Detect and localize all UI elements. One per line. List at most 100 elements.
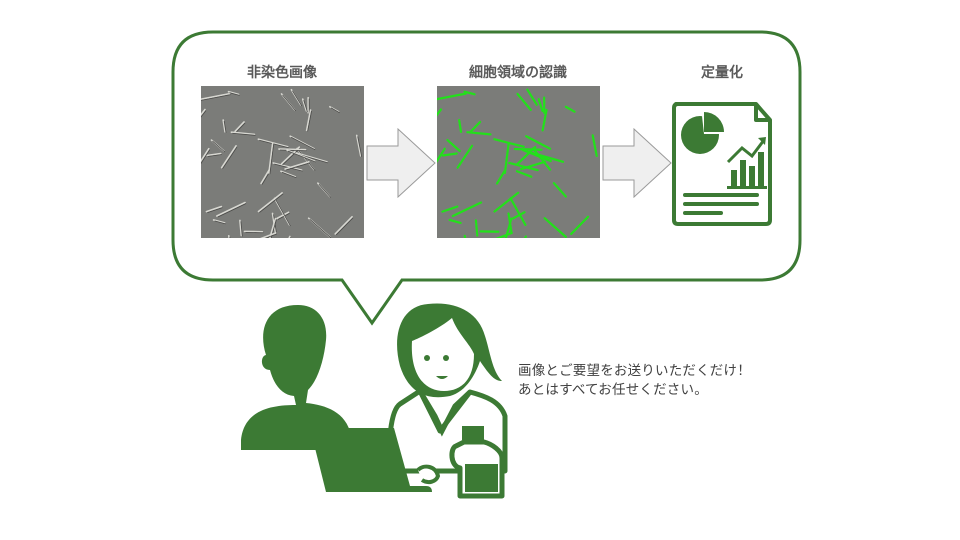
cell-mark: [234, 121, 245, 133]
cell-mark: [284, 161, 310, 170]
scientist-person-icon: [386, 303, 508, 499]
segmented-cell-mark: [437, 92, 467, 101]
unstained-cell-image: [201, 86, 364, 238]
cell-edge: [232, 132, 256, 136]
cell-edge: [285, 162, 311, 171]
cell-mark: [201, 108, 206, 117]
cell-mark: [220, 145, 237, 169]
cell-edge: [307, 110, 312, 132]
cell-mark: [289, 135, 315, 150]
cell-mark: [278, 148, 307, 151]
segmented-cell-mark: [543, 217, 567, 238]
cell-mark: [276, 211, 290, 220]
segmented-cell-mark: [437, 147, 446, 163]
cell-edge: [292, 90, 303, 107]
cell-mark: [305, 109, 312, 132]
cell-edge: [264, 233, 277, 238]
segmented-cell-mark: [448, 218, 462, 224]
cell-mark: [280, 170, 297, 178]
cell-edge: [201, 149, 211, 165]
message-line-1: 画像とご要望をお送りいただくだけ！: [518, 363, 751, 379]
cell-mark: [295, 152, 328, 163]
segmented-cell-mark: [463, 90, 476, 96]
cell-mark: [205, 205, 223, 213]
cell-mark: [260, 232, 277, 238]
cell-edge: [223, 120, 227, 133]
segmented-cell-mark: [441, 205, 459, 213]
segmented-cell-mark: [466, 131, 492, 136]
segmented-cell-mark: [525, 135, 552, 150]
cell-edge: [282, 94, 297, 112]
segmented-cell-mark: [519, 160, 547, 171]
cell-mark: [355, 134, 362, 157]
cell-edge: [269, 144, 275, 175]
cell-mark: [257, 192, 283, 213]
cell-edge: [335, 217, 354, 236]
segmented-cell-mark: [513, 147, 543, 151]
segmented-cell-mark: [456, 144, 474, 169]
step-label-segmentation: 細胞領域の認識: [469, 65, 567, 81]
segmented-cell-mark: [508, 161, 539, 172]
cell-edge: [259, 139, 289, 149]
segmented-cell-mark: [541, 108, 548, 132]
step-label-unstained: 非染色画像: [247, 65, 317, 81]
cell-mark: [212, 219, 226, 224]
cell-edge: [207, 154, 222, 157]
cell-edge: [287, 150, 316, 163]
cell-edge: [259, 193, 284, 213]
cell-edge: [214, 220, 226, 225]
cell-edge: [297, 149, 316, 171]
segmented-cell-mark: [451, 201, 483, 218]
segmented-cell-mark: [521, 148, 552, 163]
cell-edge: [222, 146, 238, 169]
segmented-cell-mark: [441, 152, 458, 157]
cell-mark: [301, 98, 308, 112]
cell-edge: [277, 212, 290, 220]
segmented-cell-mark: [446, 138, 461, 153]
cell-edge: [318, 183, 332, 198]
cell-mark: [334, 215, 353, 235]
cell-edge: [212, 140, 226, 153]
segmented-cell-mark: [511, 211, 526, 220]
cell-edge: [357, 136, 363, 157]
cell-edge: [281, 171, 297, 179]
segmented-cell-mark: [537, 98, 544, 113]
cell-mark: [260, 168, 271, 185]
segmented-cell-mark: [509, 197, 527, 227]
customer-person-icon: [241, 305, 351, 450]
segmented-cell-image: [437, 86, 600, 238]
segmented-cell-mark: [474, 219, 479, 237]
segmented-cell-mark: [531, 151, 565, 163]
cell-edge: [290, 136, 316, 151]
cell-mark: [201, 147, 210, 163]
segmented-cell-mark: [564, 105, 576, 113]
cell-mark: [222, 119, 226, 133]
cell-mark: [227, 90, 240, 96]
segmented-cell-mark: [515, 170, 533, 178]
laptop-icon: [310, 428, 441, 492]
arrow-right-icon: [366, 128, 436, 198]
cell-mark: [268, 142, 274, 174]
cell-edge: [330, 107, 340, 114]
cell-edge: [309, 218, 332, 238]
message-line-2: あとはすべてお任せください。: [518, 382, 708, 398]
segmented-cell-mark: [591, 134, 598, 158]
cell-edge: [201, 110, 207, 118]
segmented-cell-mark: [531, 147, 552, 171]
cell-edge: [240, 221, 243, 237]
segmented-cell-mark: [516, 92, 532, 111]
report-chart-icon: [672, 102, 772, 226]
cell-edge: [229, 92, 240, 96]
segmented-cell-mark: [503, 142, 510, 175]
cell-mark: [272, 162, 303, 171]
cell-edge: [235, 122, 246, 133]
cell-mark: [230, 131, 256, 136]
segmented-cell-mark: [552, 182, 567, 198]
cell-edge: [217, 203, 247, 218]
cell-mark: [216, 201, 246, 217]
segmented-cell-mark: [570, 215, 590, 236]
segmented-cell-mark: [526, 88, 538, 106]
segmented-cell-mark: [458, 118, 463, 133]
cell-edge: [279, 149, 307, 152]
cell-mark: [205, 152, 222, 157]
